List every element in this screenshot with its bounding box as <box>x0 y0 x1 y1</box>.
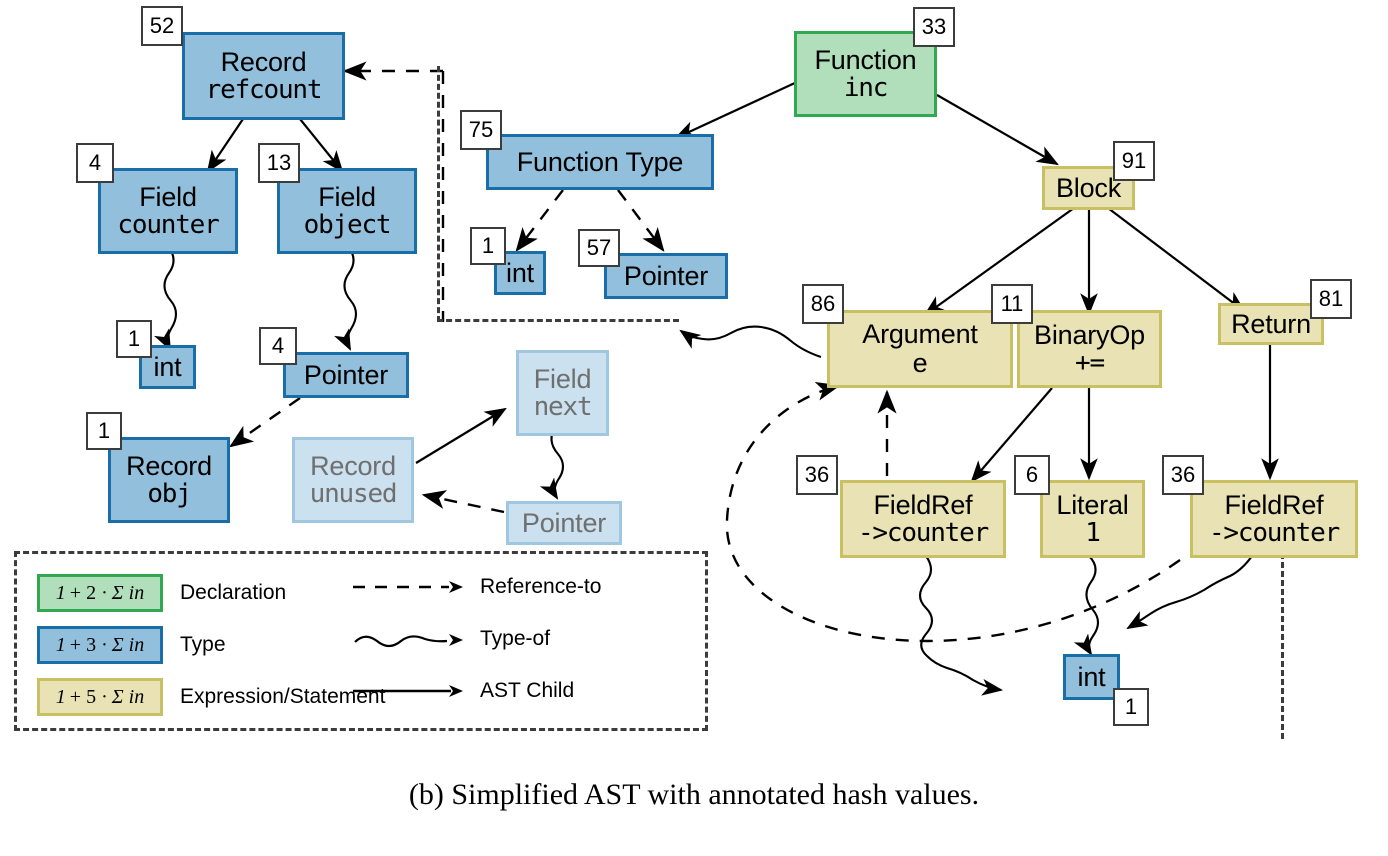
figure-caption: (b) Simplified AST with annotated hash v… <box>408 778 980 811</box>
node-label-line1: Function <box>814 44 917 75</box>
dashed-region-function-type <box>437 66 679 322</box>
dashed-arrow-icon <box>353 581 463 593</box>
hash-badge-function-inc: 33 <box>913 7 955 47</box>
hash-badge-record-obj: 1 <box>86 412 122 450</box>
node-label-line1: Pointer <box>623 260 709 291</box>
node-function-type[interactable]: Function Type <box>486 134 714 190</box>
legend-formula-c: Σ in <box>111 633 145 656</box>
node-label-line2: refcount <box>205 74 323 105</box>
legend-label-type: Type <box>180 633 226 656</box>
legend-row-expression: 1 + 5 · Σ in Expression/Statement <box>37 676 385 718</box>
node-label-line1: FieldRef <box>1224 489 1324 520</box>
node-label-line2: counter <box>117 209 219 240</box>
node-label-line2: inc <box>843 72 889 103</box>
legend-formula-a: 1 <box>55 685 66 708</box>
node-field-next[interactable]: Field next <box>516 350 609 436</box>
squiggly-arrow-icon <box>354 634 463 648</box>
dashed-region-bottom-right <box>656 553 1284 739</box>
node-label-line1: Return <box>1231 308 1311 339</box>
node-label-line1: Field <box>533 363 592 394</box>
node-label-line1: Argument <box>862 319 978 350</box>
node-literal-1[interactable]: Literal 1 <box>1040 480 1145 558</box>
node-label-line2: unused <box>309 478 398 509</box>
node-label-line1: int <box>153 351 182 382</box>
hash-badge-pointer-left: 4 <box>259 327 297 365</box>
legend-key-type-of: Type-of <box>351 626 550 652</box>
node-label-line2: ->counter <box>857 517 989 548</box>
node-pointer-faded[interactable]: Pointer <box>506 501 622 545</box>
legend-row-type: 1 + 3 · Σ in Type <box>37 624 226 666</box>
legend-key-label: Reference-to <box>480 575 602 598</box>
node-label-line2: object <box>303 209 392 240</box>
node-record-refcount[interactable]: Record refcount <box>182 32 345 120</box>
legend-swatch-type: 1 + 3 · Σ in <box>37 626 163 664</box>
node-argument[interactable]: Argument e <box>827 310 1013 388</box>
legend-row-declaration: 1 + 2 · Σ in Declaration <box>37 572 286 614</box>
node-label-line1: Field <box>318 181 376 212</box>
legend-label-expression: Expression/Statement <box>180 685 386 708</box>
hash-badge-record-refcount: 52 <box>141 6 183 46</box>
hash-badge-return: 81 <box>1310 279 1352 319</box>
hash-badge-int-bottom: 1 <box>1113 688 1149 726</box>
node-fieldref-right[interactable]: FieldRef ->counter <box>1190 480 1358 558</box>
legend-formula-a: 1 <box>55 581 66 604</box>
node-label-line1: Function Type <box>516 146 684 177</box>
node-label-line1: Record <box>220 46 307 77</box>
node-label-line2: 1 <box>1085 517 1101 548</box>
node-record-unused[interactable]: Record unused <box>292 437 414 523</box>
legend-key-ast-child: AST Child <box>351 678 574 704</box>
legend-formula-b: + 5 · <box>69 685 108 708</box>
hash-badge-field-object: 13 <box>258 143 300 183</box>
node-label-line1: int <box>1077 661 1106 692</box>
legend-swatch-declaration: 1 + 2 · Σ in <box>37 574 163 612</box>
node-int-bottom[interactable]: int <box>1063 654 1120 700</box>
legend-formula-c: Σ in <box>111 685 145 708</box>
hash-badge-int-mid: 1 <box>470 227 506 265</box>
node-label-line1: Pointer <box>303 359 389 390</box>
legend-key-reference-to: Reference-to <box>351 574 601 600</box>
legend-key-label: Type-of <box>480 627 551 650</box>
node-field-object[interactable]: Field object <box>277 168 417 254</box>
node-label-line1: Block <box>1055 172 1122 203</box>
node-label-line2: e <box>912 348 928 378</box>
hash-badge-int-left: 1 <box>116 320 152 358</box>
node-label-line1: Literal <box>1056 489 1129 520</box>
legend-swatch-expression: 1 + 5 · Σ in <box>37 678 163 716</box>
hash-badge-fieldref-left: 36 <box>796 455 838 495</box>
node-label-line2: += <box>1075 347 1105 378</box>
hash-badge-function-type: 75 <box>460 110 502 150</box>
hash-badge-fieldref-right: 36 <box>1162 455 1204 495</box>
hash-badge-binaryop: 11 <box>991 284 1033 324</box>
node-label-line1: BinaryOp <box>1034 319 1145 350</box>
solid-arrow-icon <box>353 685 463 697</box>
node-record-obj[interactable]: Record obj <box>108 437 230 523</box>
legend-formula-c: Σ in <box>111 581 145 604</box>
node-label-line1: Record <box>126 450 212 481</box>
node-label-line1: int <box>506 257 534 288</box>
hash-badge-pointer-mid: 57 <box>578 229 620 267</box>
node-fieldref-left[interactable]: FieldRef ->counter <box>840 480 1006 558</box>
node-label-line1: Pointer <box>521 507 607 538</box>
legend-key-label: AST Child <box>480 679 575 702</box>
hash-badge-literal-1: 6 <box>1014 455 1050 495</box>
node-label-line2: ->counter <box>1208 517 1340 548</box>
node-binaryop[interactable]: BinaryOp += <box>1017 310 1162 388</box>
legend-formula-a: 1 <box>55 633 66 656</box>
node-field-counter[interactable]: Field counter <box>98 168 238 254</box>
hash-badge-block: 91 <box>1113 141 1155 181</box>
node-pointer-mid[interactable]: Pointer <box>604 253 728 299</box>
legend: 1 + 2 · Σ in Declaration 1 + 3 · Σ in Ty… <box>14 551 708 731</box>
hash-badge-field-counter: 4 <box>76 143 114 183</box>
node-label-line1: FieldRef <box>873 489 973 520</box>
legend-formula-b: + 3 · <box>69 633 108 656</box>
node-label-line1: Field <box>139 181 197 212</box>
node-label-line1: Record <box>310 450 396 481</box>
hash-badge-argument: 86 <box>802 284 844 324</box>
node-label-line2: obj <box>147 478 192 509</box>
node-return[interactable]: Return <box>1218 303 1324 345</box>
legend-formula-b: + 2 · <box>69 581 108 604</box>
node-pointer-left[interactable]: Pointer <box>283 352 409 398</box>
legend-label-declaration: Declaration <box>180 581 287 604</box>
node-label-line2: next <box>533 391 593 422</box>
